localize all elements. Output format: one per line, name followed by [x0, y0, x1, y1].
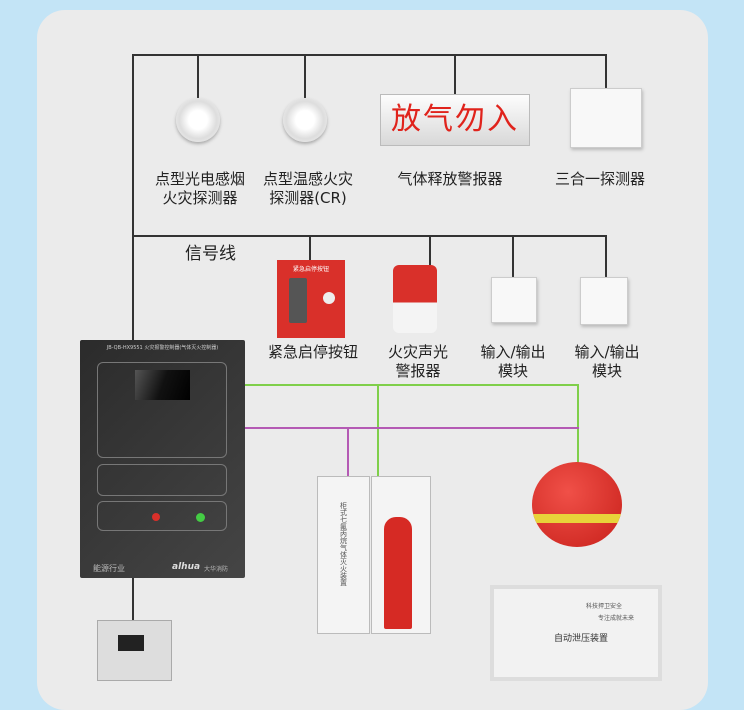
cabinet-door: 柜式七氟丙烷气体灭火装置	[317, 476, 370, 634]
sign-text: 放气勿入	[391, 102, 519, 137]
purple-line	[347, 427, 349, 476]
controller-title: JB-QB-HX9551 火灾报警控制器(气体灭火控制器)	[106, 345, 219, 351]
smoke-detector	[176, 98, 220, 142]
sound-light-alarm	[393, 265, 437, 333]
green-line	[377, 384, 379, 476]
io-module-1-label: 输入/输出 模块	[480, 343, 546, 380]
drop-line	[429, 235, 431, 265]
brand-sub: 大华消防	[204, 566, 229, 573]
emergency-button-label: 紧急启停按钮	[267, 343, 358, 361]
drop-line	[454, 54, 456, 96]
io-module-2	[580, 277, 628, 325]
drop-line	[304, 54, 306, 98]
drop-line	[605, 235, 607, 277]
drop-line	[605, 54, 607, 90]
green-line	[245, 384, 579, 386]
three-in-one-label: 三合一探测器	[554, 170, 645, 188]
io-module-1	[491, 277, 537, 323]
fire-alarm-controller: JB-QB-HX9551 火灾报警控制器(气体灭火控制器) 能源行业 alhua…	[80, 340, 245, 578]
emergency-start-stop-button: 紧急启停按钮	[277, 260, 345, 338]
gas-release-alarm-sign: 放气勿入	[380, 94, 530, 146]
auto-pressure-relief-device: 科技捍卫安全 专注成就未来 自动泄压装置	[490, 585, 662, 681]
panel-text: 紧急启停按钮	[292, 266, 329, 273]
controller-footer-text: 能源行业	[93, 564, 125, 573]
three-in-one-detector	[570, 88, 642, 148]
drop-line	[309, 235, 311, 261]
smoke-detector-label: 点型光电感烟 火灾探测器	[154, 170, 245, 207]
drop-line	[132, 578, 134, 620]
io-module-2-label: 输入/输出 模块	[574, 343, 640, 380]
relief-line2: 专注成就未来	[598, 615, 635, 622]
drop-line	[197, 54, 199, 98]
heat-detector	[283, 98, 327, 142]
purple-line	[245, 427, 579, 429]
signal-line-label: 信号线	[185, 244, 236, 264]
brand-logo: alhua	[172, 562, 201, 572]
signal-line-mid	[133, 235, 607, 237]
heat-detector-label: 点型温感火灾 探测器(CR)	[262, 170, 353, 207]
relief-line1: 科技捍卫安全	[586, 603, 623, 610]
signal-line-top	[133, 54, 607, 56]
cabinet-text: 柜式七氟丙烷气体灭火装置	[339, 502, 348, 586]
drop-line	[512, 235, 514, 277]
green-line	[577, 384, 579, 464]
gas-alarm-label: 气体释放警报器	[397, 170, 503, 188]
hanging-extinguisher	[532, 462, 622, 547]
sub-control-panel	[97, 620, 172, 681]
relief-title: 自动泄压装置	[554, 634, 609, 644]
signal-line-main-vertical	[132, 54, 134, 340]
sound-light-alarm-label: 火灾声光 警报器	[387, 343, 448, 380]
extinguisher-cabinet	[371, 476, 431, 634]
